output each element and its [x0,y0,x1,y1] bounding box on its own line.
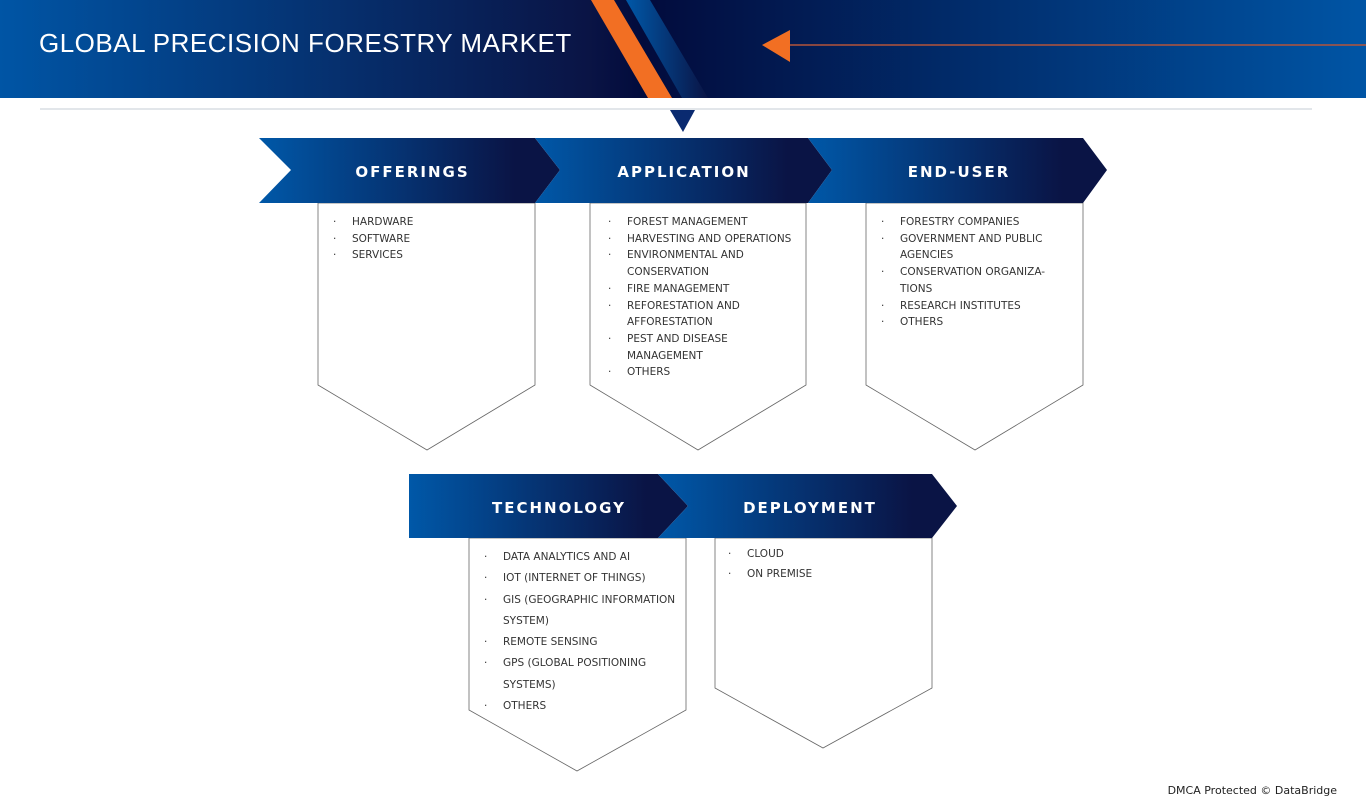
list-item: HARVESTING AND OPERATIONS [608,231,791,248]
segment-heading-deployment: DEPLOYMENT [743,499,877,517]
down-triangle-icon [670,110,695,132]
list-item: IOT (INTERNET OF THINGS) [484,568,684,590]
chevron-end-user [808,138,1107,203]
list-item: RESEARCH INSTITUTES [881,298,1053,315]
segment-heading-technology: TECHNOLOGY [492,499,626,517]
blue-stripe [626,0,708,98]
list-item: CLOUD [728,544,918,564]
chevron-application [535,138,832,203]
list-item: GPS (GLOBAL POSITIONING SYSTEMS) [484,653,684,696]
list-item: PEST AND DISEASE MANAGEMENT [608,331,768,364]
list-item: REMOTE SENSING [484,632,684,654]
list-item: CONSERVATION ORGANIZA-TIONS [881,264,1053,297]
application-list: FOREST MANAGEMENT HARVESTING AND OPERATI… [608,214,791,381]
technology-list: DATA ANALYTICS AND AI IOT (INTERNET OF T… [484,547,684,718]
chevron-technology [409,474,688,538]
list-item: FIRE MANAGEMENT [608,281,768,298]
list-item: OTHERS [608,364,768,381]
list-item: FORESTRY COMPANIES [881,214,1053,231]
list-item: DATA ANALYTICS AND AI [484,547,684,569]
arrow-left-icon [762,30,790,62]
page-title: GLOBAL PRECISION FORESTRY MARKET [39,28,572,58]
list-item: ON PREMISE [728,564,918,584]
segment-heading-application: APPLICATION [617,163,751,181]
segment-heading-end-user: END-USER [907,163,1011,181]
list-item: ENVIRONMENTAL AND CONSERVATION [608,247,768,280]
end-user-list: FORESTRY COMPANIES GOVERNMENT AND PUBLIC… [881,214,1053,331]
list-item: OTHERS [484,696,684,718]
list-item: OTHERS [881,314,1053,331]
list-item: REFORESTATION AND AFFORESTATION [608,298,768,331]
deployment-list: CLOUD ON PREMISE [728,544,918,584]
chevron-deployment [658,474,957,538]
list-item: GIS (GEOGRAPHIC INFORMATION SYSTEM) [484,590,684,633]
orange-stripe [591,0,672,98]
list-item: SERVICES [333,247,523,264]
offerings-list: HARDWARE SOFTWARE SERVICES [333,214,523,264]
footer-copyright: DMCA Protected © DataBridge [1167,784,1337,797]
list-item: FOREST MANAGEMENT [608,214,768,231]
chevron-offerings [259,138,560,203]
list-item: GOVERNMENT AND PUBLIC AGENCIES [881,231,1053,264]
list-item: SOFTWARE [333,231,523,248]
list-item: HARDWARE [333,214,523,231]
segment-heading-offerings: OFFERINGS [355,163,470,181]
